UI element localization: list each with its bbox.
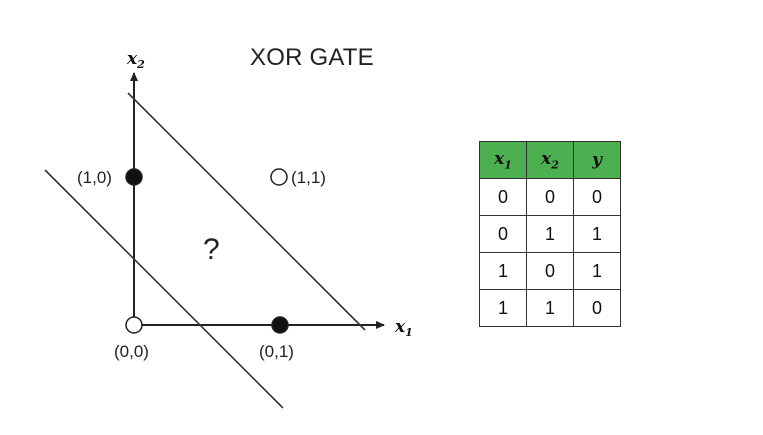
point-label-1-0: (1,0) <box>77 168 112 187</box>
y-axis-label: x2 <box>126 49 145 71</box>
point-label-0-1: (0,1) <box>259 342 294 361</box>
point-1-1 <box>270 168 288 186</box>
question-mark: ? <box>203 233 220 266</box>
table-row: 1 0 1 <box>479 252 621 290</box>
table-cell: 1 <box>573 215 621 253</box>
point-0-0 <box>125 316 143 334</box>
header-y: y <box>573 141 621 179</box>
x-axis-label: x1 <box>394 317 413 339</box>
table-cell: 0 <box>526 252 574 290</box>
header-x1: x1 <box>479 141 527 179</box>
table-row: 1 1 0 <box>479 289 621 327</box>
table-cell: 1 <box>479 252 527 290</box>
point-label-0-0: (0,0) <box>114 342 149 361</box>
truth-table: x1 x2 y 0 0 0 0 1 1 1 0 1 1 1 <box>479 141 621 327</box>
table-cell: 0 <box>526 178 574 216</box>
point-1-0 <box>125 168 143 186</box>
table-row: 0 0 0 <box>479 178 621 216</box>
table-cell: 1 <box>526 215 574 253</box>
table-cell: 0 <box>479 178 527 216</box>
table-cell: 0 <box>479 215 527 253</box>
point-0-1 <box>271 316 289 334</box>
table-header-row: x1 x2 y <box>479 141 621 179</box>
separator-line-lower <box>44 169 284 409</box>
point-label-1-1: (1,1) <box>291 168 326 187</box>
table-cell: 0 <box>573 178 621 216</box>
table-cell: 0 <box>573 289 621 327</box>
table-cell: 1 <box>526 289 574 327</box>
header-x2: x2 <box>526 141 574 179</box>
table-cell: 1 <box>479 289 527 327</box>
separator-line-upper <box>127 92 366 331</box>
table-row: 0 1 1 <box>479 215 621 253</box>
table-cell: 1 <box>573 252 621 290</box>
figure-title: XOR GATE <box>250 44 374 71</box>
